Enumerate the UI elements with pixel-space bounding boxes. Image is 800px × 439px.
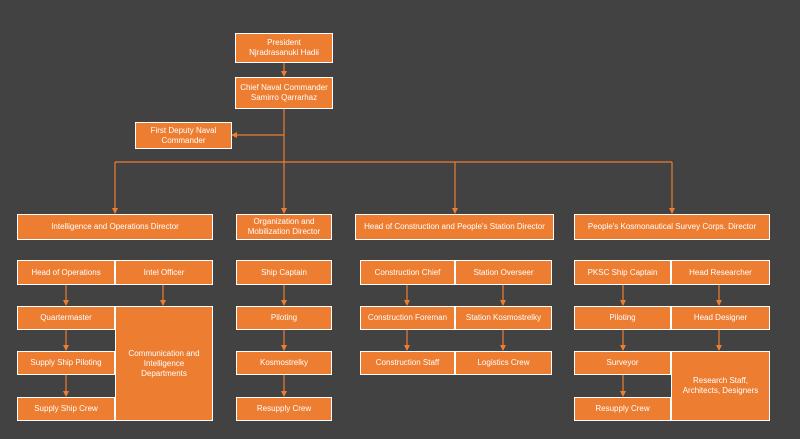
node-logistics-crew: Logistics Crew bbox=[455, 351, 552, 375]
node-head-researcher: Head Researcher bbox=[671, 260, 770, 285]
node-intel-ops-director: Intelligence and Operations Director bbox=[17, 214, 213, 240]
node-supply-ship-crew: Supply Ship Crew bbox=[17, 397, 115, 421]
node-survey-director: People's Kosmonautical Survey Corps. Dir… bbox=[574, 214, 770, 240]
node-piloting-org: Piloting bbox=[236, 306, 332, 330]
node-first-deputy-commander: First Deputy Naval Commander bbox=[135, 122, 232, 149]
node-head-of-operations: Head of Operations bbox=[17, 260, 115, 285]
node-president: President Njradrasanuki Hadii bbox=[235, 33, 333, 63]
node-construction-director: Head of Construction and People's Statio… bbox=[355, 214, 554, 240]
node-intel-officer: Intel Officer bbox=[115, 260, 213, 285]
node-comm-intel-departments: Communication and Intelligence Departmen… bbox=[115, 306, 213, 421]
node-head-designer: Head Designer bbox=[671, 306, 770, 330]
node-resupply-crew-pksc: Resupply Crew bbox=[574, 397, 671, 421]
node-construction-foreman: Construction Foreman bbox=[360, 306, 455, 330]
node-pksc-ship-captain: PKSC Ship Captain bbox=[574, 260, 671, 285]
node-resupply-crew-org: Resupply Crew bbox=[236, 397, 332, 421]
node-ship-captain: Ship Captain bbox=[236, 260, 332, 285]
node-supply-ship-piloting: Supply Ship Piloting bbox=[17, 351, 115, 375]
node-station-overseer: Station Overseer bbox=[455, 260, 552, 285]
node-construction-staff: Construction Staff bbox=[360, 351, 455, 375]
node-construction-chief: Construction Chief bbox=[360, 260, 455, 285]
node-org-mob-director: Organization and Mobilization Director bbox=[236, 214, 332, 240]
node-kosmostrelky: Kosmostrelky bbox=[236, 351, 332, 375]
node-surveyor: Surveyor bbox=[574, 351, 671, 375]
node-piloting-pksc: Piloting bbox=[574, 306, 671, 330]
node-quartermaster: Quartermaster bbox=[17, 306, 115, 330]
node-station-kosmostrelky: Station Kosmostrelky bbox=[455, 306, 552, 330]
node-research-staff: Research Staff, Architects, Designers bbox=[671, 351, 770, 421]
node-chief-naval-commander: Chief Naval Commander Samirro Qarrarhaz bbox=[235, 77, 333, 109]
